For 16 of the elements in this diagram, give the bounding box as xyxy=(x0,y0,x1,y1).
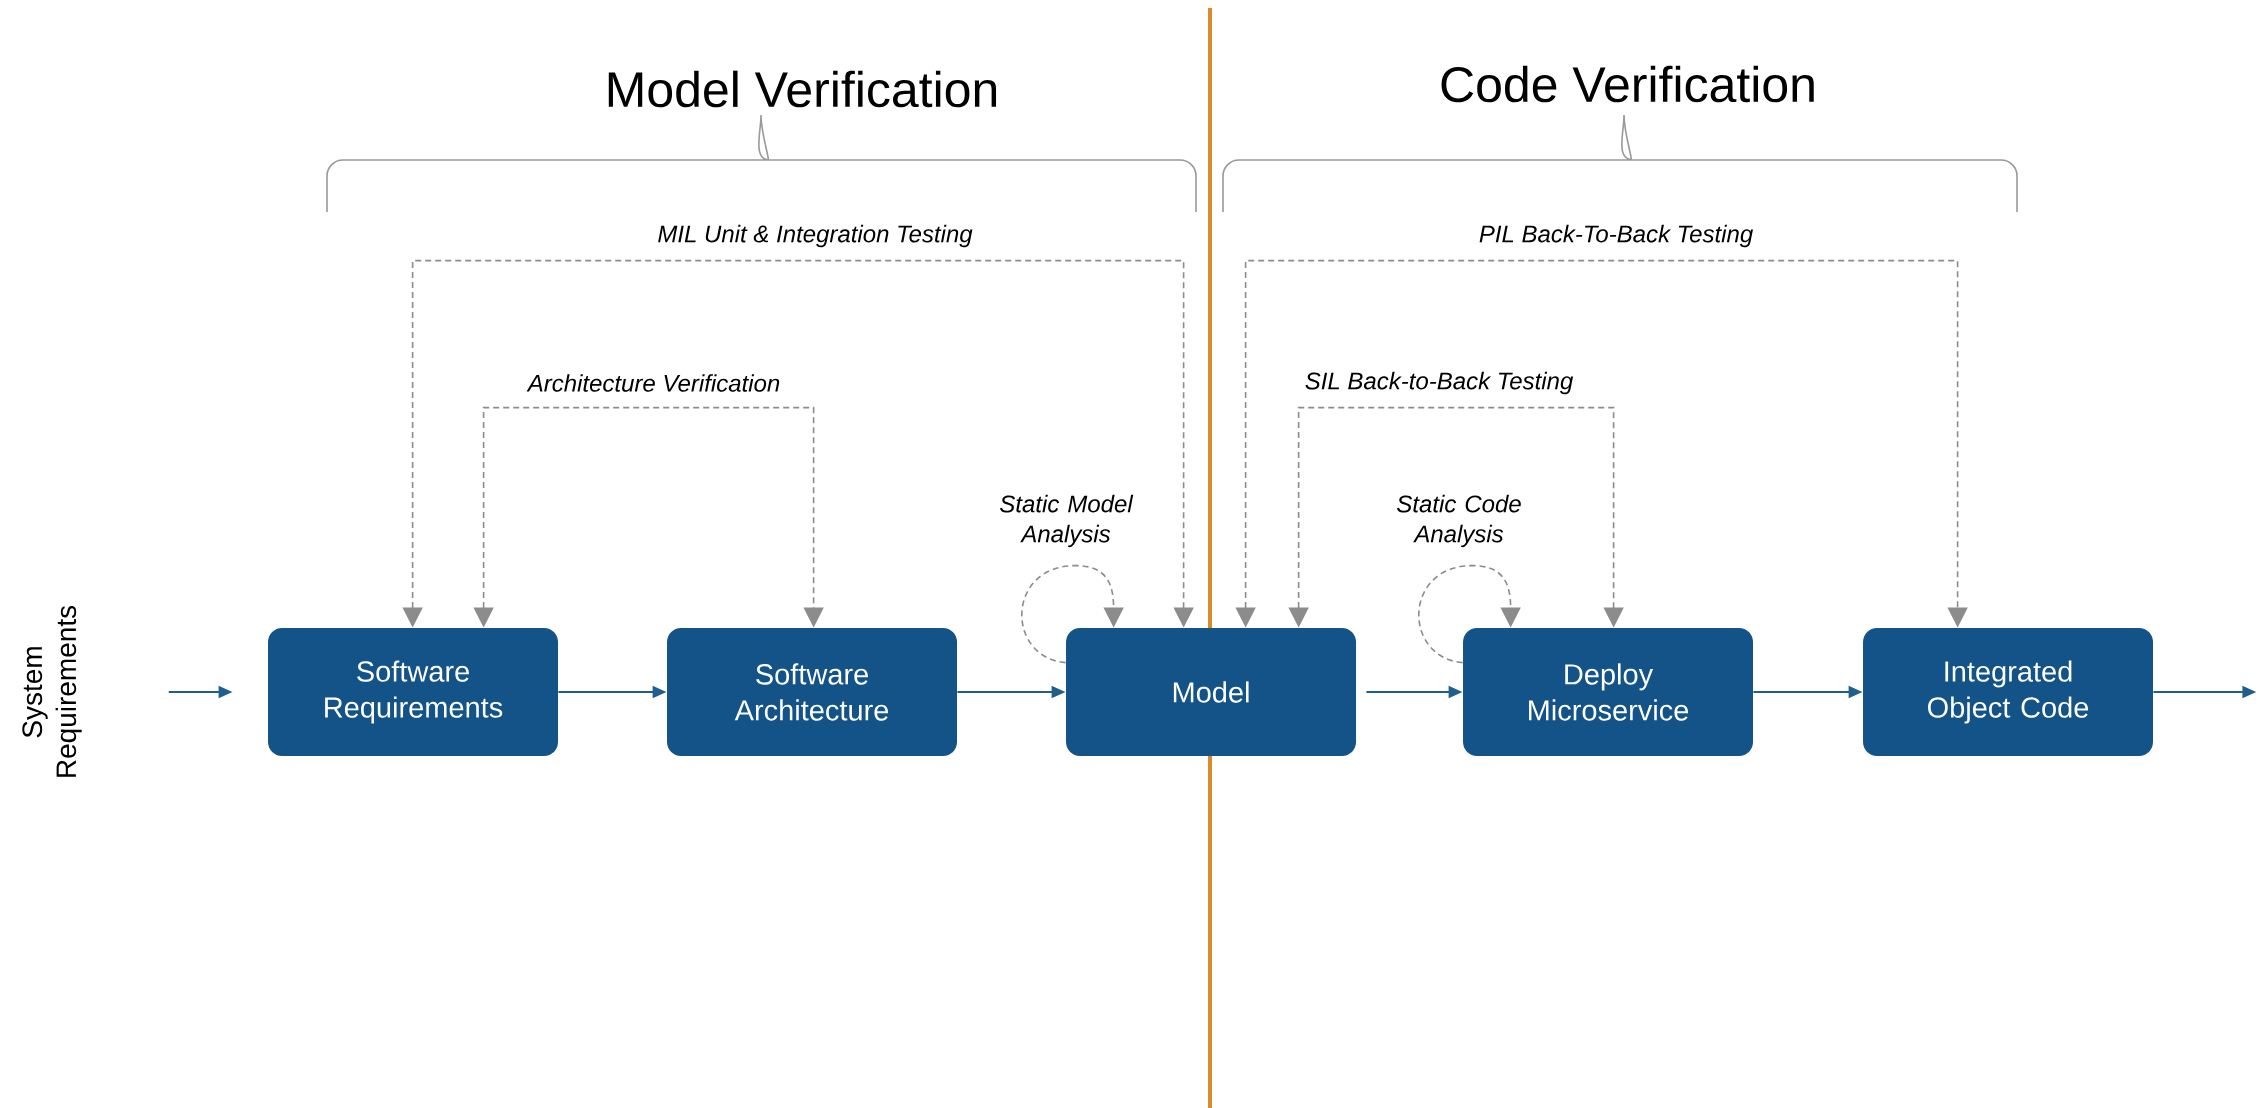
edge-label: Static Model Analysis xyxy=(1000,494,1134,548)
edge-label: SIL Back-to-Back Testing xyxy=(1305,371,1574,395)
section-title: Code Verification xyxy=(1441,65,1814,103)
process-box: Software Architecture xyxy=(667,628,957,756)
process-box: Integrated Object Code xyxy=(1863,628,2153,756)
edge-label: MIL Unit & Integration Testing xyxy=(658,224,973,248)
section-title: Model Verification xyxy=(608,70,997,108)
loop-arrow xyxy=(1418,564,1521,664)
rotated-label: System Requirements xyxy=(22,605,82,777)
edge-label: Architecture Verification xyxy=(526,374,780,392)
edge-label: PIL Back-To-Back Testing xyxy=(1479,224,1753,248)
loop-arrow xyxy=(1021,564,1124,664)
process-box: Model xyxy=(1066,628,1356,756)
process-box: Deploy Microservice xyxy=(1463,628,1753,756)
process-box: Software Requirements xyxy=(268,628,558,756)
edge-label: Static Code Analysis xyxy=(1397,494,1521,548)
